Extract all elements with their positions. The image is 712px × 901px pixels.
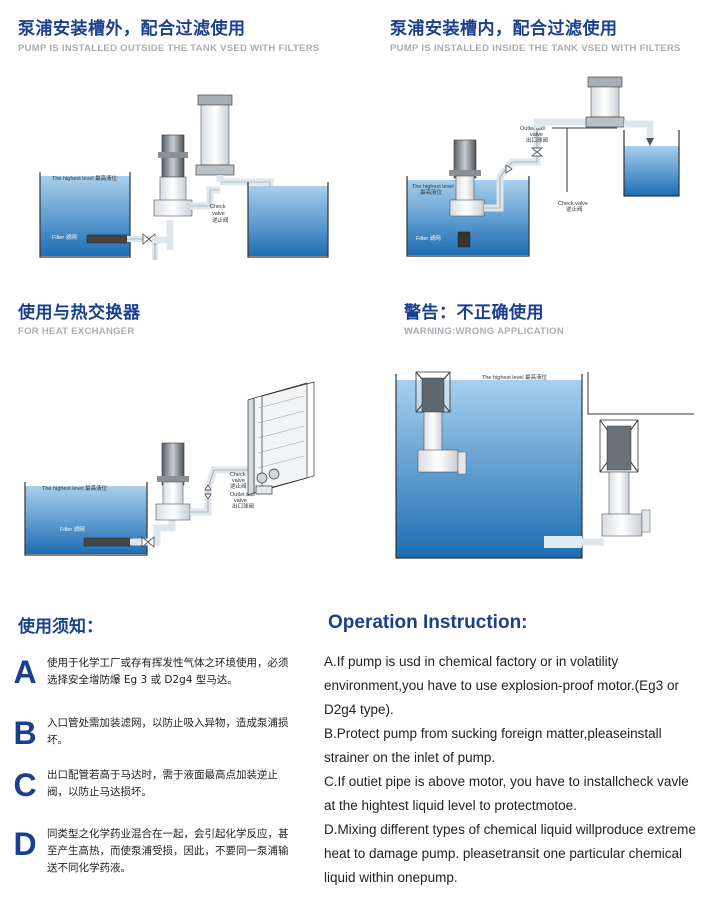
label-filter-3: Filter 滤网 (60, 525, 85, 533)
label-outlet-3a: Outlet ball (230, 492, 255, 498)
label-filter: Filter 滤网 (52, 233, 77, 241)
operation-item-d: D.Mixing different types of chemical liq… (324, 822, 696, 885)
panel2-subtitle: PUMP IS INSTALLED INSIDE THE TANK VSED W… (390, 43, 681, 54)
label-outlet-3c: 出口球阀 (232, 502, 254, 510)
label-outlet-1: Outlet ball (520, 126, 545, 132)
note-text-b: 入口管处需加装滤网，以防止吸入异物，造成泵浦损坏。 (47, 717, 289, 746)
notes-title: 使用须知： (18, 617, 103, 637)
note-text-a: 使用于化学工厂或存有挥发性气体之环境使用，必须选择安全增防爆 Eg 3 或 D2… (47, 657, 289, 686)
panel4-title: 警告：不正确使用 (404, 303, 544, 323)
label-outlet-2: valve (530, 132, 543, 138)
diagram-outside-tank: The highest level 最高液位 Filter 滤网 Check v… (30, 90, 330, 265)
label-check-valve: Check valve (558, 201, 588, 207)
diagram-inside-tank: The highest level 最高液位 Filter 滤网 Outlet … (402, 72, 692, 262)
panel3-title: 使用与热交换器 (18, 303, 141, 323)
label-check-3b: valve (232, 478, 245, 484)
label-check-1: Check (210, 204, 226, 210)
diagram-heat-exchanger: The highest level 最高液位 Filter 滤网 Check v… (22, 378, 322, 563)
panel1-subtitle: PUMP IS INSTALLED OUTSIDE THE TANK VSED … (18, 43, 320, 54)
label-highest-level-4: The highest level 最高液位 (482, 373, 548, 381)
note-letter-a: A (13, 654, 37, 690)
operation-item-c: C.If outiet pipe is above motor, you hav… (324, 774, 689, 813)
note-text-d: 同类型之化学药业混合在一起，会引起化学反应，甚至产生高热，而使泵浦受损，因此，不… (47, 828, 289, 874)
label-check-3c: 逆止阀 (230, 482, 247, 490)
label-highest-level: The highest level 最高液位 (52, 174, 118, 182)
label-outlet-3: 出口球阀 (526, 136, 548, 144)
note-text-c: 出口配管若高于马达时，需于液面最高点加装逆止阀，以防止马达损坏。 (47, 769, 278, 798)
panel2-title: 泵浦安装槽内，配合过滤使用 (390, 19, 618, 39)
label-highest-level-1: The highest level (412, 184, 454, 190)
label-check-3a: Check (230, 472, 246, 478)
note-letter-d: D (13, 826, 37, 862)
panel4-subtitle: WARNING:WRONG APPLICATION (404, 326, 565, 337)
diagram-wrong-application: The highest level 最高液位 (394, 364, 694, 564)
operation-title: Operation Instruction: (328, 612, 528, 633)
operation-item-b: B.Protect pump from sucking foreign matt… (324, 726, 662, 765)
label-check-2: valve (212, 211, 225, 217)
label-filter-2: Filter 滤网 (416, 234, 441, 242)
operation-list: A.If pump is usd in chemical factory or … (324, 650, 699, 890)
label-outlet-3b: valve (234, 498, 247, 504)
label-check-valve-cn: 逆止阀 (566, 205, 583, 213)
operation-item-a: A.If pump is usd in chemical factory or … (324, 654, 679, 717)
panel3-subtitle: FOR HEAT EXCHANGER (18, 326, 135, 337)
panel1-title: 泵浦安装槽外，配合过滤使用 (18, 19, 246, 39)
label-check-3: 逆止阀 (212, 216, 229, 224)
label-highest-level-3: The highest level 最高液位 (42, 484, 108, 492)
label-highest-level-2: 最高液位 (420, 188, 443, 196)
note-letter-c: C (13, 767, 37, 803)
note-letter-b: B (13, 715, 37, 751)
